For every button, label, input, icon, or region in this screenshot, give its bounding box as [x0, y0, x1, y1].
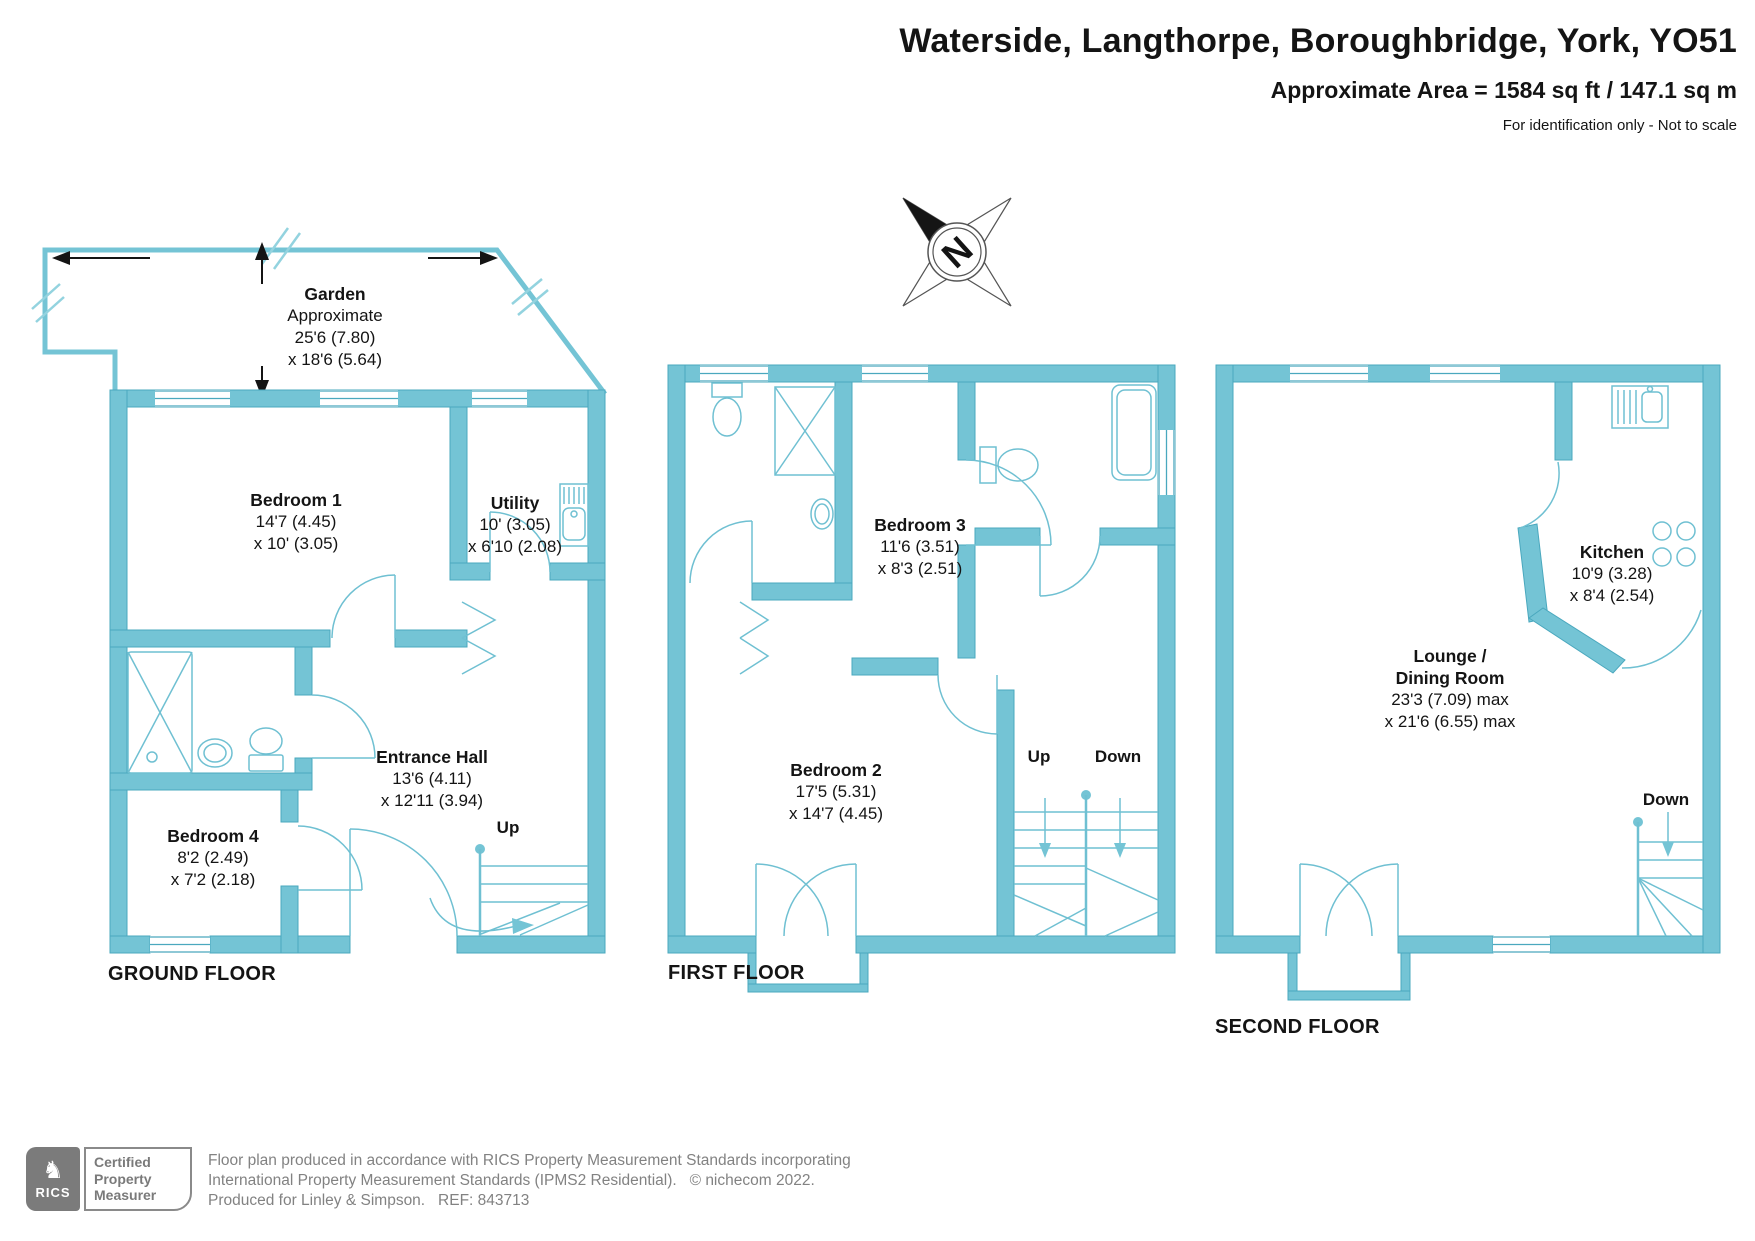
garden-outline [31, 227, 607, 398]
page-title: Waterside, Langthorpe, Boroughbridge, Yo… [899, 22, 1737, 60]
entrance-hall-label: Entrance Hall 13'6 (4.11) x 12'11 (3.94) [376, 747, 488, 810]
garden-arrowheads [52, 242, 498, 398]
garden-dimension-arrows [70, 254, 480, 396]
bedroom1-label: Bedroom 1 14'7 (4.45) x 10' (3.05) [250, 490, 342, 553]
first-floor-plan [667, 364, 1176, 993]
first-down-label: Down [1094, 747, 1142, 766]
closet-bifold-doors [739, 601, 770, 675]
utility-sink-icon [559, 483, 589, 547]
certified-property-measurer-badge: Certified Property Measurer [84, 1147, 192, 1211]
ground-bathroom-fixtures [127, 651, 284, 774]
second-down-label: Down [1642, 790, 1690, 809]
ground-floor-doors [297, 511, 551, 937]
bedroom3-label: Bedroom 3 11'6 (3.51) x 8'3 (2.51) [874, 515, 966, 578]
compass-icon: N [902, 197, 1012, 307]
kitchen-sink-icon [1611, 385, 1669, 429]
garden-label: Garden Approximate 25'6 (7.80) x 18'6 (5… [287, 284, 383, 369]
disclaimer-text: Floor plan produced in accordance with R… [208, 1152, 851, 1209]
toilet-icon [979, 446, 997, 484]
hob-icon [1652, 521, 1696, 567]
first-floor-stairs [1013, 790, 1159, 937]
utility-label: Utility 10' (3.05) x 6'10 (2.08) [468, 493, 562, 556]
first-bathroom-left-fixtures [711, 382, 836, 530]
approximate-area-label: Approximate Area = 1584 sq ft / 147.1 sq… [1270, 77, 1737, 103]
bath-icon [127, 651, 193, 774]
ground-floor-plan [109, 389, 606, 954]
cupboard-bifold-doors [461, 601, 497, 675]
second-floor-stairs [1633, 812, 1704, 937]
ground-floor-title: GROUND FLOOR [108, 963, 277, 985]
first-up-label: Up [1027, 747, 1051, 766]
first-floor-windows [700, 365, 1175, 495]
kitchen-fixtures [1611, 385, 1696, 567]
shower-icon [774, 386, 836, 476]
stairs-up-arrowhead [512, 918, 534, 934]
sink-icon [810, 498, 834, 530]
sink-icon [197, 738, 233, 768]
kitchen-label: Kitchen 10'9 (3.28) x 8'4 (2.54) [1569, 542, 1655, 605]
second-floor-windows [1290, 365, 1550, 953]
first-bathroom-right-fixtures [979, 384, 1157, 484]
first-floor-title: FIRST FLOOR [668, 962, 805, 984]
ground-floor-stairs [429, 844, 589, 936]
ground-up-label: Up [496, 818, 520, 837]
footer: ♞ RICS Certified Property Measurer Floor… [26, 1147, 851, 1211]
second-floor-title: SECOND FLOOR [1215, 1016, 1380, 1038]
bedroom2-label: Bedroom 2 17'5 (5.31) x 14'7 (4.45) [789, 760, 883, 823]
second-floor-plan [1215, 364, 1721, 1001]
scale-note: For identification only - Not to scale [1502, 117, 1737, 134]
toilet-icon [249, 727, 283, 755]
lounge-dining-label: Lounge / Dining Room 23'3 (7.09) max x 2… [1384, 646, 1516, 731]
first-floor-walls [667, 364, 1176, 993]
second-floor-doors [1299, 461, 1702, 937]
ground-floor-windows [150, 390, 527, 953]
bedroom4-label: Bedroom 4 8'2 (2.49) x 7'2 (2.18) [167, 826, 259, 889]
rics-lion-icon: ♞ [42, 1156, 64, 1184]
rics-logo: ♞ RICS [26, 1147, 80, 1211]
bath-icon [1111, 384, 1157, 481]
header: Waterside, Langthorpe, Boroughbridge, Yo… [899, 22, 1737, 134]
toilet-icon [711, 382, 743, 398]
first-floor-doors [689, 459, 1101, 937]
